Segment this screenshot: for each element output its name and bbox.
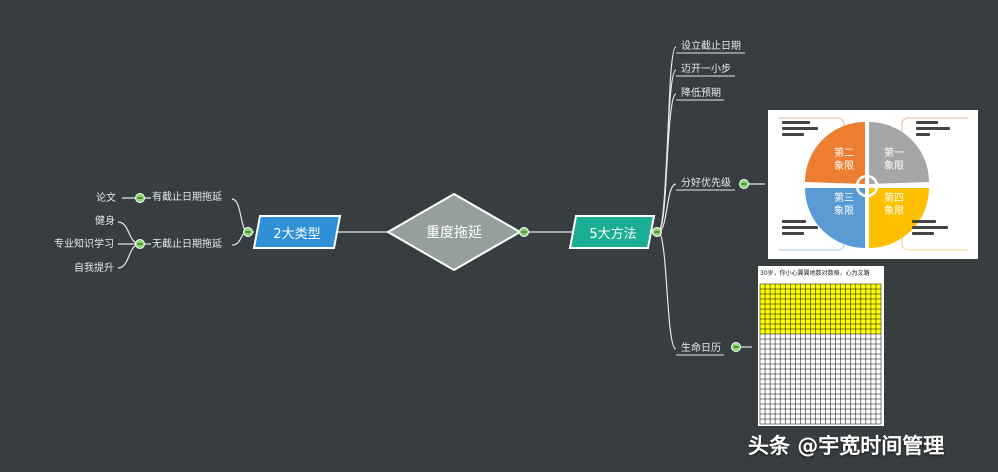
- right-topic-node[interactable]: 5大方法: [589, 226, 637, 242]
- method-prioritize[interactable]: 分好优先级: [681, 178, 731, 189]
- leaf-thesis[interactable]: 论文: [96, 193, 116, 204]
- life-calendar-image[interactable]: 30岁，你小心翼翼地数对数格，心为文路: [758, 266, 884, 426]
- leaf-self-improvement[interactable]: 自我提升: [74, 263, 114, 274]
- left-node-shape: [252, 215, 342, 249]
- center-node-shape: [385, 192, 523, 272]
- method-small-step[interactable]: 迈开一小步: [681, 64, 731, 75]
- quadrant-2-label: 第二 象限: [834, 148, 854, 172]
- left-topic-node[interactable]: 2大类型: [273, 226, 321, 242]
- life-calendar-grid: [759, 283, 882, 425]
- branch-deadline-procrastination[interactable]: 有截止日期拖延: [152, 192, 222, 203]
- branch-no-deadline-procrastination[interactable]: 无截止日期拖延: [152, 239, 222, 250]
- life-calendar-title: 30岁，你小心翼翼地数对数格，心为文路: [760, 270, 870, 277]
- method-set-deadline[interactable]: 设立截止日期: [681, 41, 741, 52]
- method-lower-expectation[interactable]: 降低预期: [681, 88, 721, 99]
- method-life-calendar[interactable]: 生命日历: [681, 343, 721, 354]
- priority-quadrant-image[interactable]: 第二 象限 第一 象限 第三 象限 第四 象限: [768, 110, 978, 259]
- quadrant-4-label: 第四 象限: [884, 193, 904, 217]
- leaf-professional-learning[interactable]: 专业知识学习: [54, 239, 114, 250]
- quadrant-3-label: 第三 象限: [834, 193, 854, 217]
- watermark: 头条 @宇宽时间管理: [748, 434, 945, 458]
- leaf-fitness[interactable]: 健身: [95, 216, 115, 227]
- right-node-shape: [568, 215, 656, 249]
- center-node[interactable]: 重度拖延: [426, 225, 482, 241]
- quadrant-1-label: 第一 象限: [884, 148, 904, 172]
